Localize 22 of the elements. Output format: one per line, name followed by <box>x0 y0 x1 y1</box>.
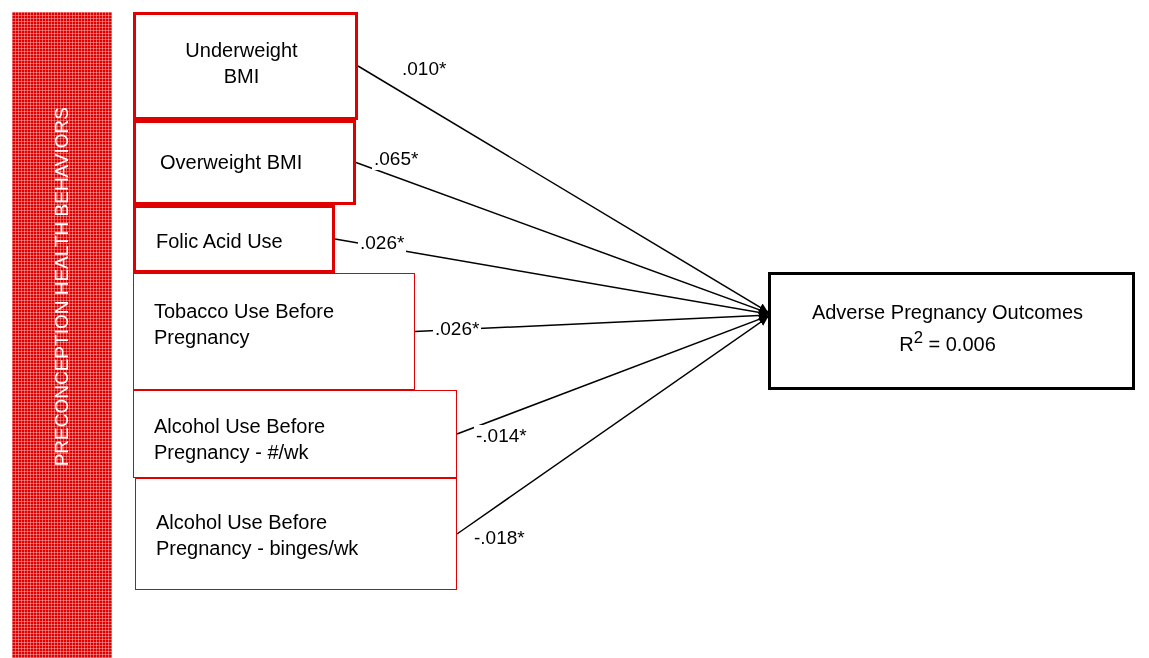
predictor-box <box>133 273 415 390</box>
box-subtext: R$^{2}$ = 0.006 <box>899 327 996 357</box>
arrow <box>456 316 769 535</box>
predictor-box <box>133 390 457 478</box>
arrow <box>334 238 769 317</box>
predictor-box <box>133 12 358 120</box>
box-label: Overweight BMI <box>160 150 303 175</box>
arrow <box>456 315 769 435</box>
box-label: Underweight BMI <box>184 38 299 89</box>
category-band <box>12 12 112 658</box>
band-title: PRECONCEPTION HEALTH BEHAVIORS <box>50 107 73 467</box>
arrow <box>355 161 769 315</box>
predictor-box <box>133 205 335 273</box>
outcome-box <box>768 272 1135 390</box>
box-label: Adverse Pregnancy Outcomes <box>811 300 1084 325</box>
predictor-box <box>135 478 457 590</box>
arrow <box>357 65 769 313</box>
predictor-box <box>133 120 356 205</box>
box-label: Tobacco Use Before Pregnancy <box>154 299 336 350</box>
box-label: Alcohol Use Before Pregnancy - #/wk <box>154 414 327 465</box>
box-label: Alcohol Use Before Pregnancy - binges/wk <box>156 510 360 561</box>
box-label: Folic Acid Use <box>156 229 283 254</box>
